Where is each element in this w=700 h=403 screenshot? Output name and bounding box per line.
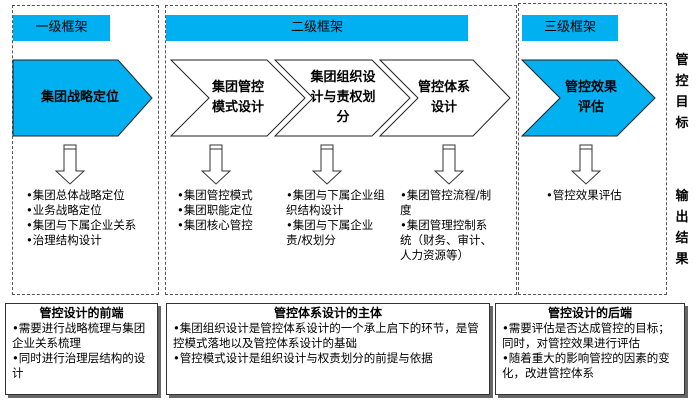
side-label-goal: 管控目标 — [675, 53, 689, 131]
chevron-mode — [169, 59, 306, 137]
down-arrow-icon — [570, 144, 602, 185]
level1-panel — [12, 5, 159, 295]
level2-panel — [165, 5, 517, 295]
output-item: •集团管理控制系统（财务、审计、人力资源等） — [400, 218, 492, 262]
output-item: •业务战略定位 — [26, 203, 102, 217]
box-line: •同时进行治理层结构的设计 — [12, 351, 146, 380]
level3-header: 三级框架 — [522, 15, 618, 41]
box-title: 管控体系设计的主体 — [273, 306, 382, 320]
down-arrow-icon — [433, 144, 465, 185]
box-line: •集团组织设计是管控体系设计的一个承上启下的环节，是管控模式落地以及管控体系设计… — [173, 321, 479, 350]
box-line: •管控模式设计是组织设计与权责划分的前提与依据 — [173, 351, 433, 365]
box-line: •随着重大的影响管控的因素的变化，改进管控体系 — [502, 351, 670, 380]
chevron-label-org: 集团组织设计与责权划分 — [310, 70, 376, 125]
output-list-system: •集团管控流程/制度 •集团管理控制系统（财务、审计、人力资源等） — [400, 188, 495, 263]
output-item: •集团与下属企业责/权划分 — [286, 218, 374, 247]
chevron-label-mode: 集团管控模式设计 — [211, 80, 264, 115]
output-item: •集团核心管控 — [177, 218, 253, 232]
down-arrow-icon — [200, 144, 232, 185]
box-line: •需要评估是否达成管控的目标；同时，对管控效果进行评估 — [502, 321, 670, 350]
output-list-mode: •集团管控模式 •集团职能定位 •集团核心管控 — [177, 188, 272, 233]
chevron-label-evaluation: 管控效果评估 — [564, 80, 617, 115]
level1-header: 一级框架 — [13, 15, 110, 41]
output-list-evaluation: •管控效果评估 — [546, 188, 656, 203]
side-label-output: 输出结果 — [675, 189, 689, 267]
chevron-system — [378, 59, 511, 137]
chevron-label-strategy: 集团战略定位 — [40, 90, 119, 105]
summary-box-back: 管控设计的后端 •需要评估是否达成管控的目标；同时，对管控效果进行评估 •随着重… — [495, 303, 685, 395]
output-list-org: •集团与下属企业组织结构设计 •集团与下属企业责/权划分 — [286, 188, 386, 248]
chevron-org — [273, 59, 411, 137]
output-list-strategy: •集团总体战略定位 •业务战略定位 •集团与下属企业关系 •治理结构设计 — [26, 188, 141, 248]
level2-header: 二级框架 — [166, 15, 468, 41]
box-title: 管控设计的前端 — [39, 306, 124, 320]
chevron-strategy — [12, 59, 153, 137]
output-item: •管控效果评估 — [546, 188, 622, 202]
box-line: •需要进行战略梳理与集团企业关系梳理 — [12, 321, 146, 350]
box-title: 管控设计的后端 — [547, 306, 632, 320]
chevron-label-system: 管控体系设计 — [417, 80, 470, 115]
output-item: •集团与下属企业组织结构设计 — [286, 188, 385, 217]
summary-box-main: 管控体系设计的主体 •集团组织设计是管控体系设计的一个承上启下的环节，是管控模式… — [166, 303, 490, 395]
summary-box-front: 管控设计的前端 •需要进行战略梳理与集团企业关系梳理 •同时进行治理层结构的设计 — [5, 303, 158, 395]
output-item: •集团与下属企业关系 — [26, 218, 137, 232]
output-item: •集团管控模式 — [177, 188, 253, 202]
down-arrow-icon — [54, 144, 86, 185]
output-item: •治理结构设计 — [26, 233, 102, 247]
level3-panel — [518, 3, 667, 295]
output-item: •集团管控流程/制度 — [400, 188, 492, 217]
down-arrow-icon — [311, 144, 343, 185]
output-item: •集团总体战略定位 — [26, 188, 125, 202]
chevron-evaluation — [520, 59, 656, 137]
output-item: •集团职能定位 — [177, 203, 253, 217]
